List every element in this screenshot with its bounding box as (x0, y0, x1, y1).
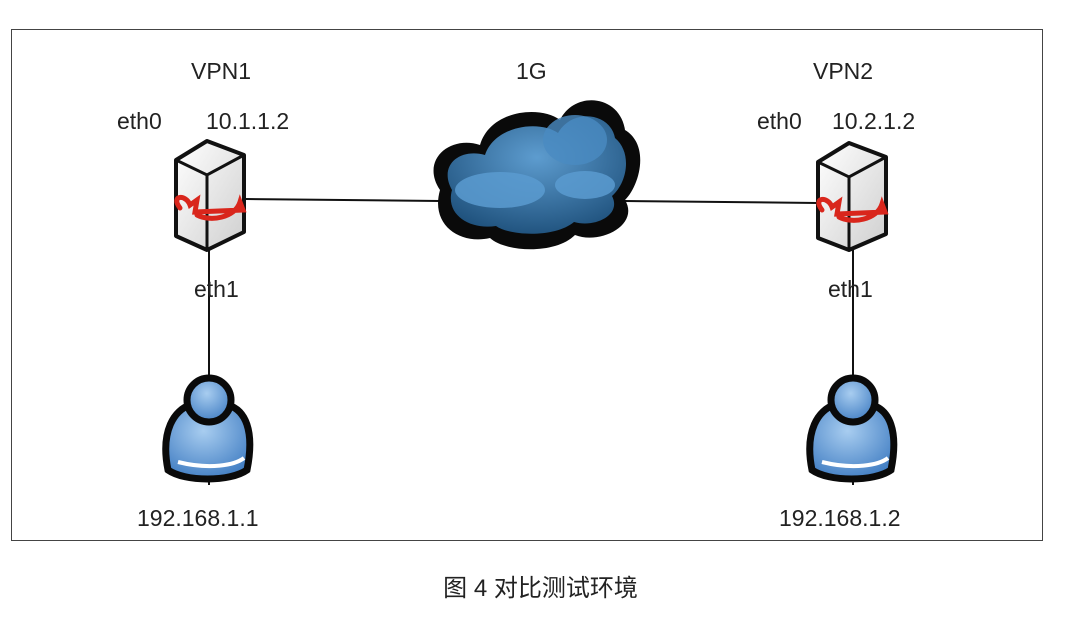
link-cloud-vpn2 (624, 200, 819, 204)
vpn2-eth1-label: eth1 (828, 276, 873, 302)
host1-user-icon (162, 374, 254, 483)
vpn1-router-icon (174, 139, 247, 252)
vpn2-eth0-ip: 10.2.1.2 (832, 108, 916, 134)
vpn1-eth1-label: eth1 (194, 276, 239, 302)
vpn1-eth0-ip: 10.1.1.2 (206, 108, 290, 134)
vpn2-title: VPN2 (813, 58, 874, 84)
vpn2-router-icon (816, 141, 889, 252)
vpn2-eth0-label: eth0 (757, 108, 802, 134)
vpn2-arrow-icon (816, 196, 889, 223)
vpn1-title: VPN1 (191, 58, 252, 84)
vpn1-eth0-label: eth0 (117, 108, 162, 134)
vpn1-arrow-icon (174, 194, 247, 221)
figure-caption: 图 4 对比测试环境 (443, 575, 638, 602)
cloud-label: 1G (516, 58, 547, 84)
cloud-icon (433, 100, 641, 250)
host1-ip: 192.168.1.1 (137, 505, 259, 531)
diagram-frame (11, 29, 1043, 541)
link-vpn1-cloud (245, 198, 441, 202)
host2-user-icon (806, 374, 898, 483)
host2-ip: 192.168.1.2 (779, 505, 901, 531)
